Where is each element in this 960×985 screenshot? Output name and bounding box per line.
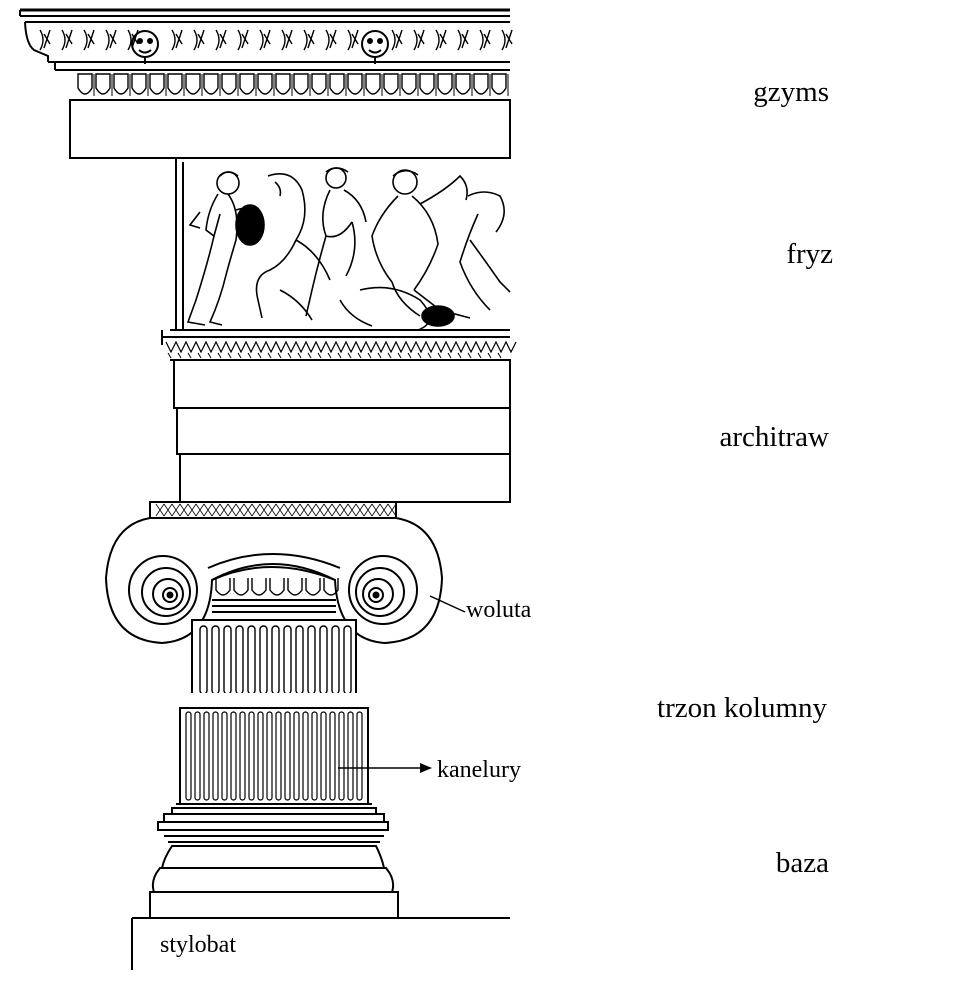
cornice <box>19 8 513 159</box>
sima-ornament <box>39 29 513 51</box>
dentil-molding <box>165 340 517 359</box>
frieze-relief-figures <box>186 167 511 331</box>
frieze <box>170 157 511 331</box>
label-gzyms: gzyms <box>753 76 829 108</box>
woluta-leader <box>429 595 466 613</box>
volute-right <box>348 555 418 625</box>
egg-and-dart-molding <box>77 73 509 96</box>
stylobate <box>131 917 510 970</box>
column-base <box>149 803 399 919</box>
column-shaft <box>172 619 432 805</box>
label-stylobat: stylobat <box>160 932 236 958</box>
architrave <box>161 330 517 503</box>
echinus-molding <box>215 578 339 596</box>
kanelury-flutes <box>185 711 363 801</box>
label-baza: baza <box>775 847 829 879</box>
volute-left <box>128 555 198 625</box>
label-architraw: architraw <box>719 421 830 453</box>
abacus-pattern <box>155 503 397 517</box>
label-woluta: woluta <box>466 597 532 623</box>
label-kanelury: kanelury <box>437 757 521 783</box>
label-fryz: fryz <box>786 238 833 270</box>
label-trzon-kolumny: trzon kolumny <box>657 692 827 724</box>
